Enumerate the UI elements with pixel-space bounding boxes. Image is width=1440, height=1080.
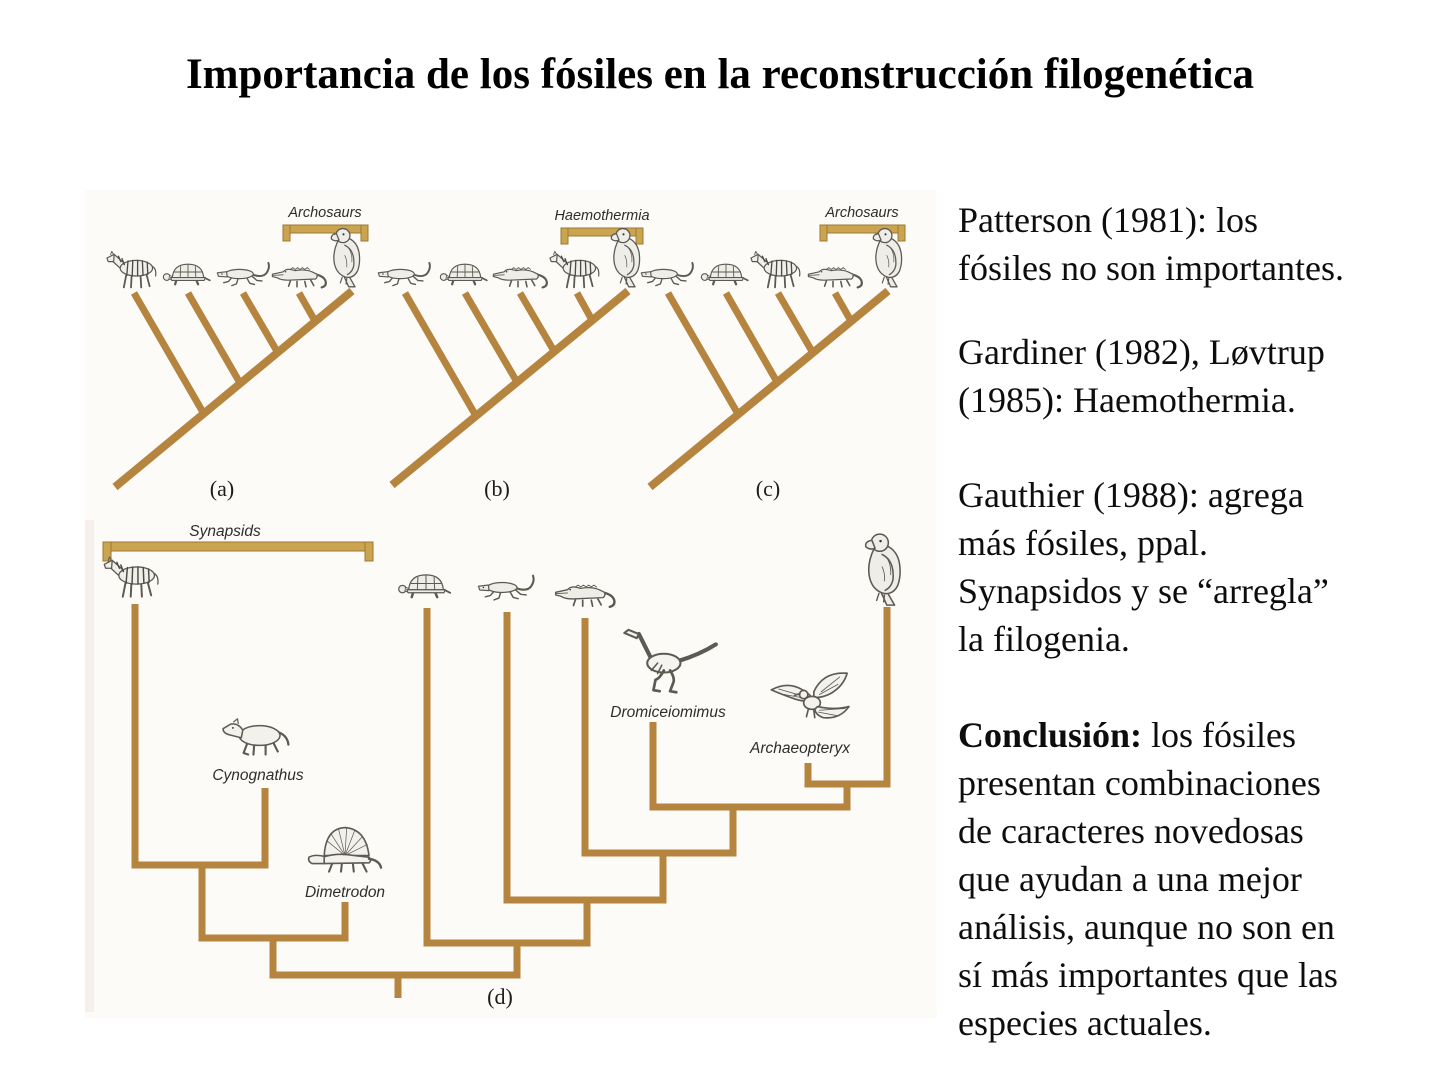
fossil-label-dimetrodon: Dimetrodon bbox=[305, 884, 385, 901]
panel-letter-c: (c) bbox=[756, 476, 780, 501]
cladogram-b-branches bbox=[389, 287, 631, 489]
cladogram-a-clade-bracket bbox=[282, 224, 369, 242]
panel-letter-a: (a) bbox=[210, 476, 234, 501]
panel-letter-b: (b) bbox=[484, 476, 510, 501]
cladogram-c: Archosaurs (c) bbox=[640, 205, 906, 501]
note-gardiner: Gardiner (1982), Løvtrup (1985): Haemoth… bbox=[958, 328, 1403, 424]
page-title: Importancia de los fósiles en la reconst… bbox=[185, 51, 1255, 98]
cladogram-d: Synapsids (d) Cynognathus Dimetrodon Dro… bbox=[102, 523, 901, 1009]
clade-label-synapsids: Synapsids bbox=[189, 523, 261, 540]
note-conclusion-text: los fósiles presentan combinaciones de c… bbox=[958, 715, 1338, 1043]
note-gauthier: Gauthier (1988): agrega más fósiles, ppa… bbox=[958, 471, 1403, 663]
note-gauthier-text: Gauthier (1988): agrega más fósiles, ppa… bbox=[958, 475, 1329, 659]
clade-label-archosaurs-c: Archosaurs bbox=[824, 205, 898, 221]
cladogram-d-clade-bracket bbox=[102, 541, 374, 562]
cladogram-c-branches bbox=[647, 287, 891, 491]
cladogram-a: Archosaurs (a) bbox=[105, 205, 369, 501]
fossil-label-dromiceiomimus: Dromiceiomimus bbox=[610, 704, 726, 721]
note-patterson-text: Patterson (1981): los fósiles no son imp… bbox=[958, 200, 1344, 288]
cladogram-b: Haemothermia (b) bbox=[377, 208, 650, 501]
clade-label-haemothermia: Haemothermia bbox=[554, 208, 649, 224]
cladogram-c-clade-bracket bbox=[819, 224, 906, 242]
note-patterson: Patterson (1981): los fósiles no son imp… bbox=[958, 196, 1403, 292]
notes-column: Patterson (1981): los fósiles no son imp… bbox=[958, 196, 1403, 1047]
note-gardiner-text: Gardiner (1982), Løvtrup (1985): Haemoth… bbox=[958, 332, 1325, 420]
scan-edge-artifact bbox=[85, 520, 94, 1012]
fossil-label-cynognathus: Cynognathus bbox=[212, 767, 304, 784]
cladogram-b-clade-bracket bbox=[560, 227, 644, 245]
note-conclusion: Conclusión: los fósiles presentan combin… bbox=[958, 711, 1403, 1047]
note-conclusion-label: Conclusión: bbox=[958, 715, 1143, 755]
panel-letter-d: (d) bbox=[487, 984, 513, 1009]
fossil-label-archaeopteryx: Archaeopteryx bbox=[749, 740, 851, 757]
scan-background bbox=[85, 190, 937, 1018]
cladogram-a-branches bbox=[112, 287, 355, 491]
cladogram-d-branches bbox=[131, 604, 891, 998]
clade-label-archosaurs-a: Archosaurs bbox=[287, 205, 361, 221]
